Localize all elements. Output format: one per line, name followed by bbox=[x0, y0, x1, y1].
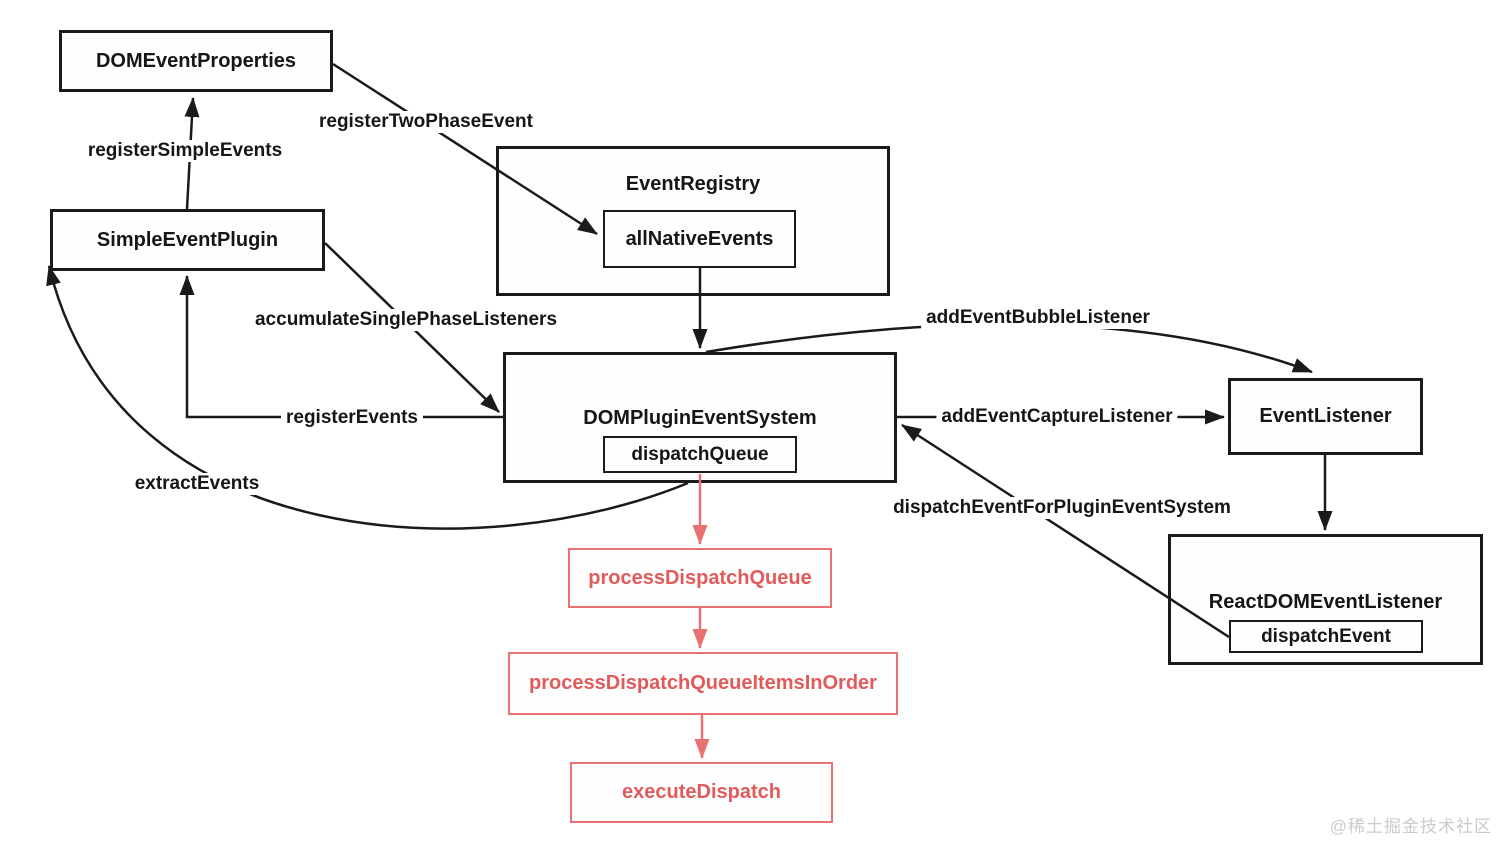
node-process-dispatch-queue: processDispatchQueue bbox=[568, 548, 832, 608]
node-event-registry: EventRegistry allNativeEvents bbox=[496, 146, 890, 296]
edge-label-add-event-bubble-listener: addEventBubbleListener bbox=[921, 307, 1155, 329]
edge-label-register-two-phase-event: registerTwoPhaseEvent bbox=[313, 111, 539, 133]
node-label: ReactDOMEventListener bbox=[1208, 591, 1443, 613]
node-process-dispatch-queue-items-in-order: processDispatchQueueItemsInOrder bbox=[508, 652, 898, 715]
edge-label-extract-events: extractEvents bbox=[129, 473, 265, 495]
edge-label-accumulate-single-phase-listeners: accumulateSinglePhaseListeners bbox=[249, 309, 563, 331]
watermark-juejin: @稀土掘金技术社区 bbox=[1329, 817, 1492, 836]
node-dispatch-event: dispatchEvent bbox=[1229, 620, 1423, 653]
edge-label-add-event-capture-listener: addEventCaptureListener bbox=[936, 406, 1178, 428]
node-all-native-events: allNativeEvents bbox=[603, 210, 796, 268]
node-label: processDispatchQueue bbox=[588, 566, 812, 589]
edge-label-dispatch-event-for-plugin-event-system: dispatchEventForPluginEventSystem bbox=[888, 497, 1236, 519]
node-label: EventListener bbox=[1259, 405, 1392, 427]
node-execute-dispatch: executeDispatch bbox=[570, 762, 833, 823]
node-dom-plugin-event-system: DOMPluginEventSystem dispatchQueue bbox=[503, 352, 897, 483]
node-label: dispatchQueue bbox=[631, 443, 769, 465]
node-label: DOMPluginEventSystem bbox=[583, 407, 817, 429]
node-label: processDispatchQueueItemsInOrder bbox=[529, 672, 877, 694]
node-event-listener: EventListener bbox=[1228, 378, 1423, 455]
node-label: SimpleEventPlugin bbox=[96, 228, 279, 251]
node-react-dom-event-listener: ReactDOMEventListener dispatchEvent bbox=[1168, 534, 1483, 665]
node-dom-event-properties: DOMEventProperties bbox=[59, 30, 333, 92]
node-label: dispatchEvent bbox=[1261, 625, 1391, 647]
node-label: EventRegistry bbox=[625, 173, 761, 195]
arrow-register-events bbox=[179, 275, 503, 419]
node-simple-event-plugin: SimpleEventPlugin bbox=[50, 209, 325, 271]
edge-label-register-events: registerEvents bbox=[280, 407, 424, 429]
node-dispatch-queue: dispatchQueue bbox=[603, 436, 797, 473]
edge-label-register-simple-events: registerSimpleEvents bbox=[82, 140, 288, 162]
node-label: DOMEventProperties bbox=[95, 49, 297, 72]
node-label: allNativeEvents bbox=[625, 227, 774, 250]
node-label: executeDispatch bbox=[622, 781, 781, 803]
